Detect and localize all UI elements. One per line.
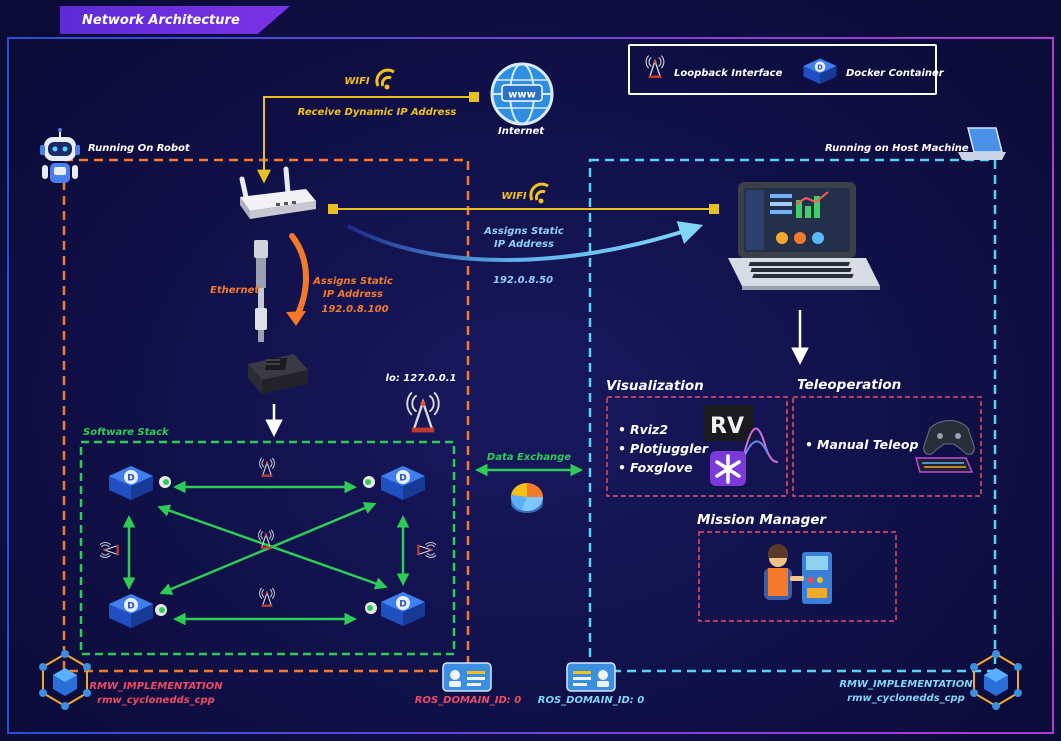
static-ip-arrow-robot — [289, 233, 309, 321]
domain-id-left: ROS_DOMAIN_ID: 0 — [414, 695, 522, 706]
domain-id-right: ROS_DOMAIN_ID: 0 — [537, 695, 645, 706]
rmw-right-line1: RMW_IMPLEMENTATION — [839, 679, 973, 690]
docker-node-top-left — [109, 466, 171, 500]
visualization-title: Visualization — [606, 378, 704, 394]
keyboard-icon — [915, 457, 974, 473]
compute-board-icon — [248, 354, 308, 394]
teleoperation-title: Teleoperation — [797, 377, 902, 393]
router-icon — [239, 166, 316, 219]
data-exchange-pie-icon — [510, 482, 543, 513]
page-title: Network Architecture — [82, 13, 240, 28]
ethernet-label: Ethernet — [210, 285, 260, 296]
data-exchange-label: Data Exchange — [486, 452, 572, 463]
rmw-left-line2: rmw_cyclonedds_cpp — [97, 695, 215, 706]
teleoperation-boundary — [792, 396, 982, 497]
software-stack-boundary — [79, 440, 456, 656]
static-ip-arrow-host — [347, 221, 704, 262]
robot-boundary — [62, 158, 470, 673]
internet-wire — [257, 96, 474, 184]
robot-area-label: Running On Robot — [88, 143, 190, 154]
robot-static-ip-label: Assigns Static IP Address — [313, 276, 393, 300]
docker-node-top-right — [363, 466, 425, 500]
visualization-item-rviz2: Rviz2 — [618, 420, 708, 439]
dynamic-ip-label: Receive Dynamic IP Address — [297, 107, 457, 118]
legend-loopback-label: Loopback Interface — [674, 68, 783, 79]
host-laptop-icon — [958, 127, 1006, 160]
internet-globe-icon: www — [490, 62, 554, 126]
loopback-icon-right — [416, 542, 437, 558]
domain-id-card-right-icon — [566, 662, 616, 692]
docker-node-bottom-left — [109, 594, 167, 628]
svg-text:RV: RV — [710, 414, 744, 439]
loopback-address-label: lo: 127.0.0.1 — [385, 373, 457, 384]
software-stack-label: Software Stack — [83, 427, 169, 438]
robot-mascot-icon — [40, 128, 80, 183]
wifi-icon-host — [529, 182, 549, 204]
robot-ip-address: 192.0.8.100 — [321, 304, 389, 315]
wifi-icon-top — [375, 68, 395, 90]
laptop-dashboard-icon — [728, 182, 880, 290]
outer-frame — [7, 37, 1054, 734]
rmw-left-line1: RMW_IMPLEMENTATION — [89, 681, 223, 692]
rmw-right-line2: rmw_cyclonedds_cpp — [847, 693, 965, 704]
mission-manager-operator-icon — [764, 544, 832, 604]
legend-box — [628, 44, 937, 95]
rviz-logo: RV — [703, 405, 779, 463]
teleoperation-list: Manual Teleop — [803, 435, 918, 454]
rmw-cube-left-icon — [39, 650, 91, 710]
gamepad-icon — [923, 420, 975, 455]
loopback-icon-top — [259, 457, 275, 478]
rmw-cube-right-icon — [970, 650, 1022, 710]
host-wire-terminal-left — [328, 204, 338, 214]
legend-docker-label: Docker Container — [846, 68, 944, 79]
loopback-icon-left — [99, 542, 120, 558]
host-ip-address: 192.0.8.50 — [492, 275, 554, 286]
visualization-item-foxglove: Foxglove — [618, 458, 708, 477]
internet-wire-terminal — [469, 92, 479, 102]
host-static-ip-label: Assigns Static IP Address — [484, 226, 564, 250]
title-banner: Network Architecture — [60, 6, 290, 34]
internet-label: Internet — [497, 126, 545, 137]
host-wifi-label: WIFI — [501, 191, 527, 202]
svg-text:www: www — [508, 90, 536, 101]
foxglove-logo — [710, 451, 746, 486]
domain-id-card-left-icon — [442, 662, 492, 692]
static-ip-arrow-robot-head — [286, 311, 306, 326]
mission-manager-title: Mission Manager — [697, 512, 827, 528]
host-wire-terminal-right — [709, 204, 719, 214]
visualization-list: Rviz2 Plotjuggler Foxglove — [616, 420, 708, 477]
top-wifi-label: WIFI — [344, 76, 370, 87]
loopback-icon-bottom — [259, 587, 275, 608]
ethernet-cable-icon — [254, 240, 268, 342]
loopback-tower-icon — [406, 391, 440, 434]
mission-manager-boundary — [698, 531, 897, 622]
docker-node-bottom-right — [365, 592, 425, 626]
host-area-label: Running on Host Machine — [825, 143, 969, 154]
visualization-boundary — [606, 396, 788, 497]
host-boundary — [588, 158, 997, 673]
visualization-item-plotjuggler: Plotjuggler — [618, 439, 708, 458]
teleoperation-item-manual-teleop: Manual Teleop — [805, 435, 918, 454]
